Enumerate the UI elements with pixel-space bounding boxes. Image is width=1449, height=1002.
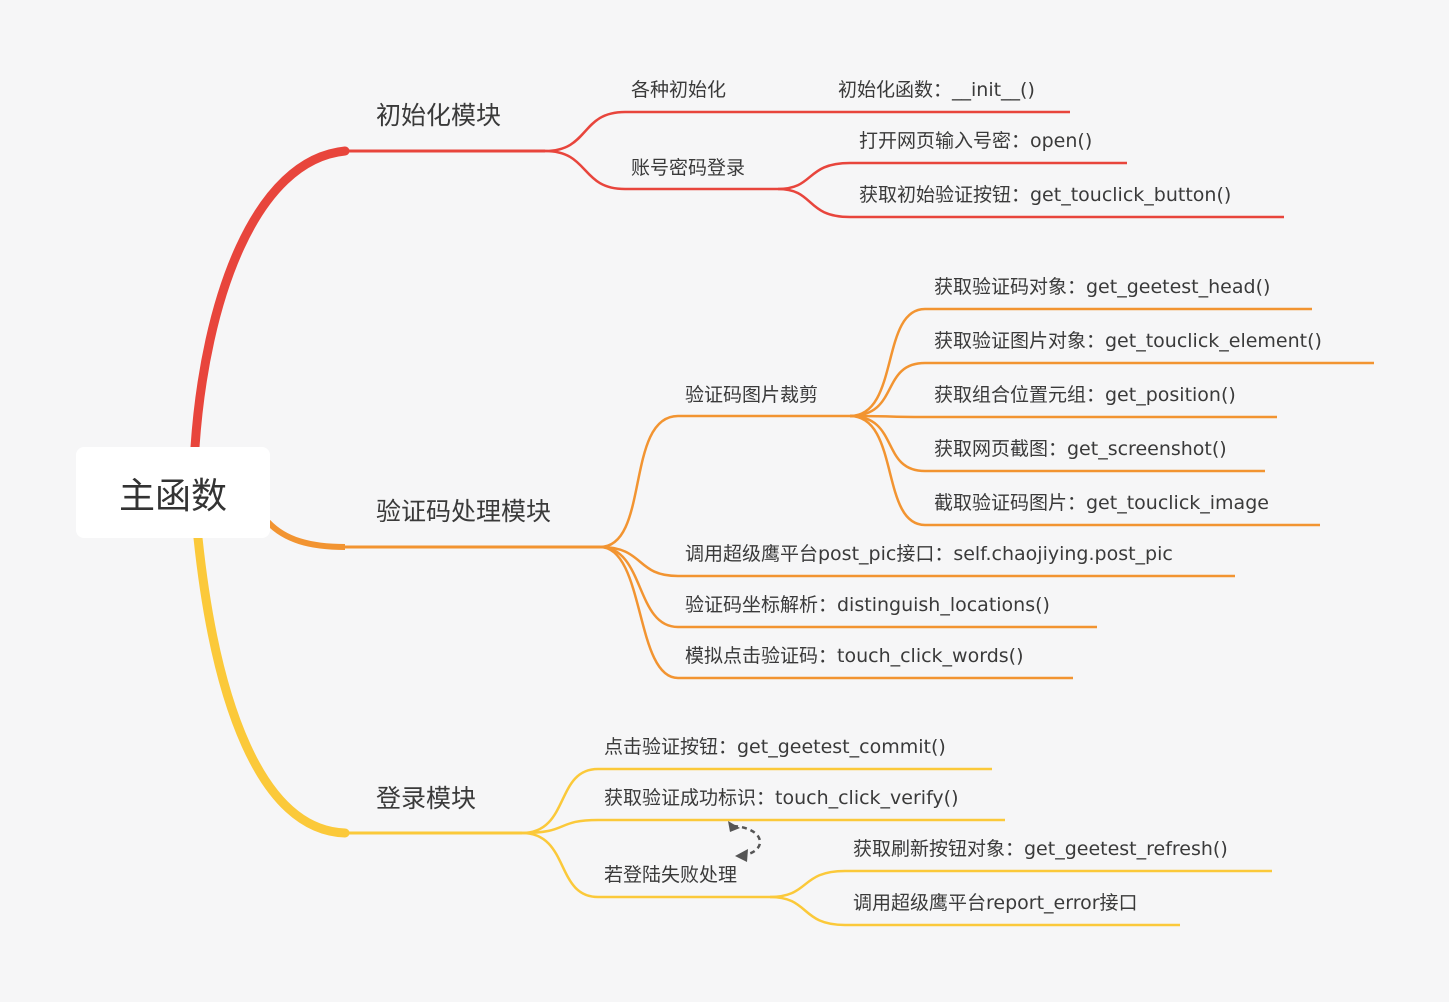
branch-init[interactable]: 初始化模块 <box>376 101 502 130</box>
relation-arrow <box>732 824 762 857</box>
branch-login[interactable]: 登录模块 <box>376 784 477 813</box>
relation-start-icon <box>728 821 740 832</box>
leaf-report-error[interactable]: 调用超级鹰平台report_error接口 <box>853 892 1138 914</box>
leaf-geetest-head[interactable]: 获取验证码对象：get_geetest_head() <box>934 276 1271 298</box>
node-distinguish[interactable]: 验证码坐标解析：distinguish_locations() <box>685 594 1050 616</box>
leaf-touclick-element[interactable]: 获取验证图片对象：get_touclick_element() <box>934 330 1322 352</box>
node-account-login[interactable]: 账号密码登录 <box>631 157 746 179</box>
node-init-all[interactable]: 各种初始化 <box>631 79 727 101</box>
node-touch-click[interactable]: 模拟点击验证码：touch_click_words() <box>685 645 1024 667</box>
leaf-open[interactable]: 打开网页输入号密：open() <box>859 130 1093 152</box>
root-node[interactable]: 主函数 <box>76 447 270 538</box>
branch-login-connector <box>193 533 350 838</box>
leaf-init-func[interactable]: 初始化函数：__init__() <box>838 79 1035 101</box>
relation-arrowhead-icon <box>735 849 748 862</box>
leaf-refresh[interactable]: 获取刷新按钮对象：get_geetest_refresh() <box>853 838 1228 860</box>
leaf-position[interactable]: 获取组合位置元组：get_position() <box>934 384 1236 406</box>
branch-captcha-connector <box>265 519 346 550</box>
node-post-pic[interactable]: 调用超级鹰平台post_pic接口：self.chaojiying.post_p… <box>685 543 1173 565</box>
branch-init-connector <box>190 146 350 452</box>
node-crop[interactable]: 验证码图片裁剪 <box>685 384 819 406</box>
node-commit[interactable]: 点击验证按钮：get_geetest_commit() <box>604 736 946 758</box>
leaf-screenshot[interactable]: 获取网页截图：get_screenshot() <box>934 438 1227 460</box>
leaf-touclick-image[interactable]: 截取验证码图片：get_touclick_image <box>934 492 1269 514</box>
node-verify[interactable]: 获取验证成功标识：touch_click_verify() <box>604 787 959 809</box>
branch-captcha[interactable]: 验证码处理模块 <box>376 497 552 526</box>
leaf-touclick-button[interactable]: 获取初始验证按钮：get_touclick_button() <box>859 184 1232 206</box>
node-login-fail[interactable]: 若登陆失败处理 <box>604 864 738 886</box>
